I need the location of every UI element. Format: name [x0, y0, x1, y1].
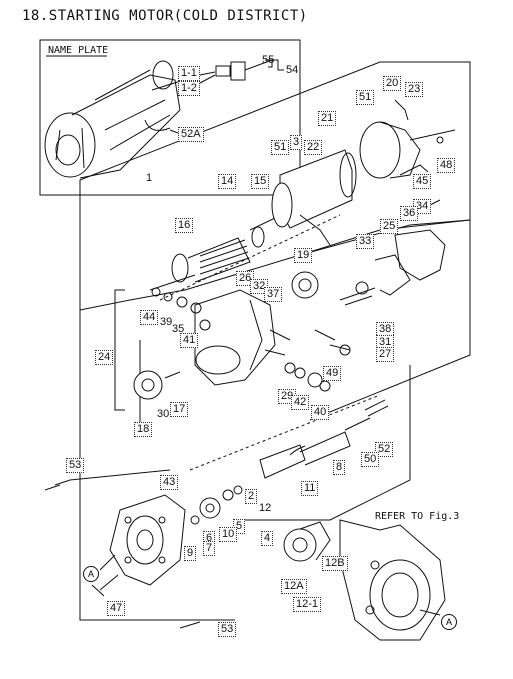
callout-8: 8 — [333, 460, 346, 475]
callout-50: 50 — [361, 452, 380, 467]
refer-fig-label: REFER TO Fig.3 — [375, 511, 460, 522]
ref-circle-a-right: A — [441, 614, 457, 630]
callout-43: 43 — [160, 475, 179, 490]
inset-motor — [44, 60, 246, 179]
callout-17: 17 — [170, 402, 189, 417]
callout-32: 32 — [250, 279, 269, 294]
callout-26: 26 — [236, 271, 255, 286]
callout-11: 11 — [301, 481, 319, 496]
callout-52a: 52A — [178, 127, 204, 142]
callout-41: 41 — [180, 333, 199, 348]
callout-54: 54 — [286, 64, 299, 76]
callout-51-top: 51 — [356, 90, 375, 105]
callout-4: 4 — [261, 531, 274, 546]
callout-38: 38 — [376, 322, 395, 337]
overrunning-clutch — [283, 521, 331, 562]
ref-circle-a-left: A — [83, 566, 99, 582]
callout-33: 33 — [356, 234, 375, 249]
callout-12-1: 12-1 — [293, 597, 322, 612]
reduction-gear — [291, 271, 376, 306]
callout-9: 9 — [184, 546, 197, 561]
callout-19: 19 — [294, 248, 313, 263]
callout-15: 15 — [251, 174, 270, 189]
callout-24: 24 — [95, 350, 114, 365]
name-plate-inset-frame — [39, 39, 301, 196]
callout-40: 40 — [311, 405, 330, 420]
callout-10: 10 — [219, 527, 238, 542]
pinion-parts — [190, 485, 243, 525]
callout-12a: 12A — [281, 579, 307, 594]
callout-20: 20 — [383, 76, 402, 91]
yoke — [271, 149, 357, 246]
callout-52: 52 — [375, 442, 394, 457]
callout-2: 2 — [245, 489, 258, 504]
idle-gear — [133, 370, 181, 400]
callout-1-2: 1-2 — [178, 81, 200, 96]
callout-53-bottom: 53 — [218, 622, 237, 637]
callout-16: 16 — [175, 218, 194, 233]
rear-cover — [359, 99, 456, 179]
refer-inset — [339, 519, 446, 641]
pinion-shaft — [259, 399, 389, 479]
callout-25: 25 — [380, 219, 399, 234]
name-plate-label: NAME PLATE — [48, 45, 109, 56]
callout-45: 45 — [413, 174, 432, 189]
callout-14: 14 — [218, 174, 237, 189]
callout-48: 48 — [437, 158, 456, 173]
small-parts-left — [151, 287, 211, 331]
callout-55: 55 — [262, 54, 275, 66]
main-frame-outline — [79, 61, 471, 311]
callout-23: 23 — [405, 82, 424, 97]
callout-42: 42 — [291, 395, 310, 410]
through-bolt — [54, 469, 171, 486]
callout-22: 22 — [304, 140, 323, 155]
callout-53-left: 53 — [66, 458, 85, 473]
group-mark-12: 12 — [259, 502, 272, 514]
callout-51-mid: 51 — [271, 140, 290, 155]
callout-3: 3 — [290, 135, 303, 150]
callout-18: 18 — [134, 422, 153, 437]
callout-30: 30 — [157, 408, 170, 420]
callout-35: 35 — [172, 323, 185, 335]
armature — [149, 217, 276, 291]
drive-housing — [109, 494, 186, 586]
callout-39: 39 — [160, 316, 173, 328]
callout-49: 49 — [323, 366, 342, 381]
callout-37: 37 — [264, 287, 283, 302]
callout-1-1: 1-1 — [178, 66, 200, 81]
group-mark-1: 1 — [146, 172, 153, 184]
callout-36: 36 — [400, 206, 419, 221]
gear-housing — [194, 289, 291, 386]
callout-21: 21 — [318, 111, 337, 126]
small-parts-mid — [284, 329, 351, 392]
callout-27: 27 — [376, 347, 395, 362]
callout-47: 47 — [107, 601, 126, 616]
page-title: 18.STARTING MOTOR(COLD DISTRICT) — [22, 8, 308, 24]
callout-7: 7 — [203, 541, 216, 556]
callout-12b: 12B — [322, 556, 348, 571]
callout-44: 44 — [140, 310, 159, 325]
